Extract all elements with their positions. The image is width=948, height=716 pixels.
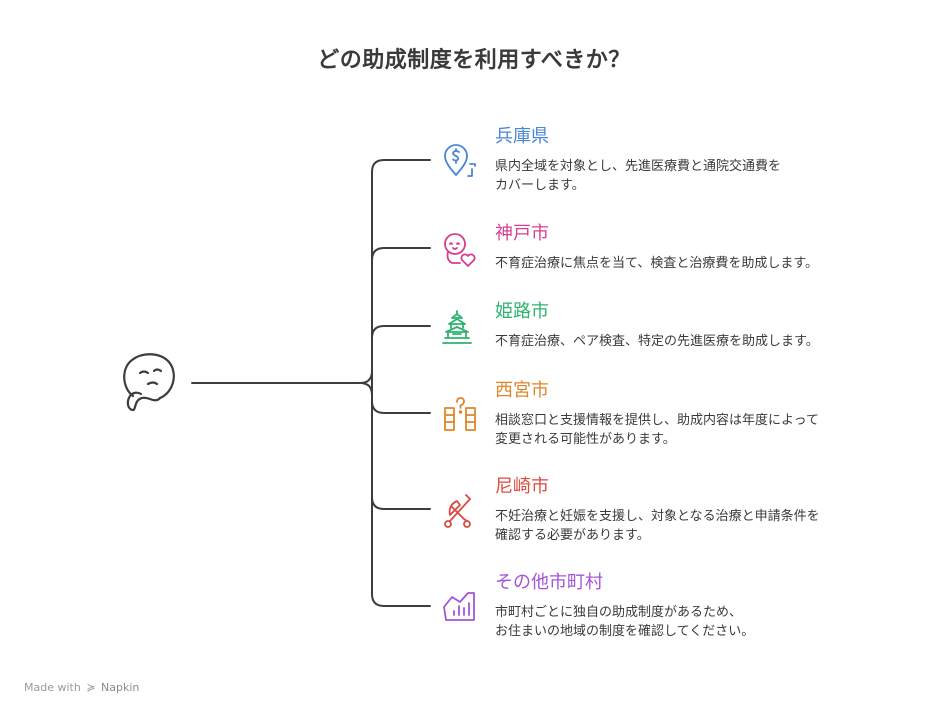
branch-line bbox=[371, 593, 431, 607]
baby-heart-icon bbox=[440, 230, 480, 270]
item-description: 県内全域を対象とし、先進医療費と通院交通費を カバーします。 bbox=[495, 159, 782, 193]
stroller-icon bbox=[440, 491, 480, 531]
footer-credit: Made with ≽ Napkin bbox=[24, 681, 139, 694]
list-item: 兵庫県 県内全域を対象とし、先進医療費と通院交通費を カバーします。 bbox=[495, 126, 915, 195]
footer-prefix: Made with bbox=[24, 681, 81, 694]
napkin-logo-icon: ≽ bbox=[86, 681, 96, 694]
branch-connector bbox=[359, 370, 373, 384]
branch-line bbox=[371, 496, 431, 510]
thinking-face-icon bbox=[123, 353, 175, 412]
branch-line bbox=[371, 400, 431, 414]
item-name: 尼崎市 bbox=[495, 476, 549, 497]
location-dollar-icon bbox=[440, 142, 480, 182]
item-name: 兵庫県 bbox=[495, 126, 549, 147]
list-item: その他市町村 市町村ごとに独自の助成制度があるため、 お住まいの地域の制度を確認… bbox=[495, 572, 915, 641]
item-description: 不育症治療、ペア検査、特定の先進医療を助成します。 bbox=[495, 334, 819, 349]
list-item: 姫路市 不育症治療、ペア検査、特定の先進医療を助成します。 bbox=[495, 301, 915, 351]
item-description: 不妊治療と妊娠を支援し、対象となる治療と申請条件を 確認する必要があります。 bbox=[495, 509, 820, 543]
branch-line bbox=[371, 247, 431, 261]
castle-icon bbox=[440, 308, 480, 348]
branch-line bbox=[371, 159, 431, 173]
item-name: 神戸市 bbox=[495, 223, 549, 244]
item-description: 市町村ごとに独自の助成制度があるため、 お住まいの地域の制度を確認してください。 bbox=[495, 605, 755, 639]
item-name: 西宮市 bbox=[495, 380, 549, 401]
question-buildings-icon bbox=[440, 395, 480, 435]
branch-line bbox=[371, 325, 431, 339]
item-name: 姫路市 bbox=[495, 301, 549, 322]
item-description: 不育症治療に焦点を当て、検査と治療費を助成します。 bbox=[495, 256, 819, 271]
footer-brand: Napkin bbox=[101, 681, 140, 694]
item-description: 相談窓口と支援情報を提供し、助成内容は年度によって 変更される可能性があります。 bbox=[495, 413, 819, 447]
city-chart-icon bbox=[440, 587, 480, 627]
list-item: 西宮市 相談窓口と支援情報を提供し、助成内容は年度によって 変更される可能性があ… bbox=[495, 380, 915, 449]
branch-connector bbox=[359, 382, 373, 396]
list-item: 尼崎市 不妊治療と妊娠を支援し、対象となる治療と申請条件を 確認する必要がありま… bbox=[495, 476, 915, 545]
diagram-title: どの助成制度を利用すべきか？ bbox=[317, 48, 631, 73]
item-name: その他市町村 bbox=[495, 572, 603, 593]
list-item: 神戸市 不育症治療に焦点を当て、検査と治療費を助成します。 bbox=[495, 223, 915, 273]
